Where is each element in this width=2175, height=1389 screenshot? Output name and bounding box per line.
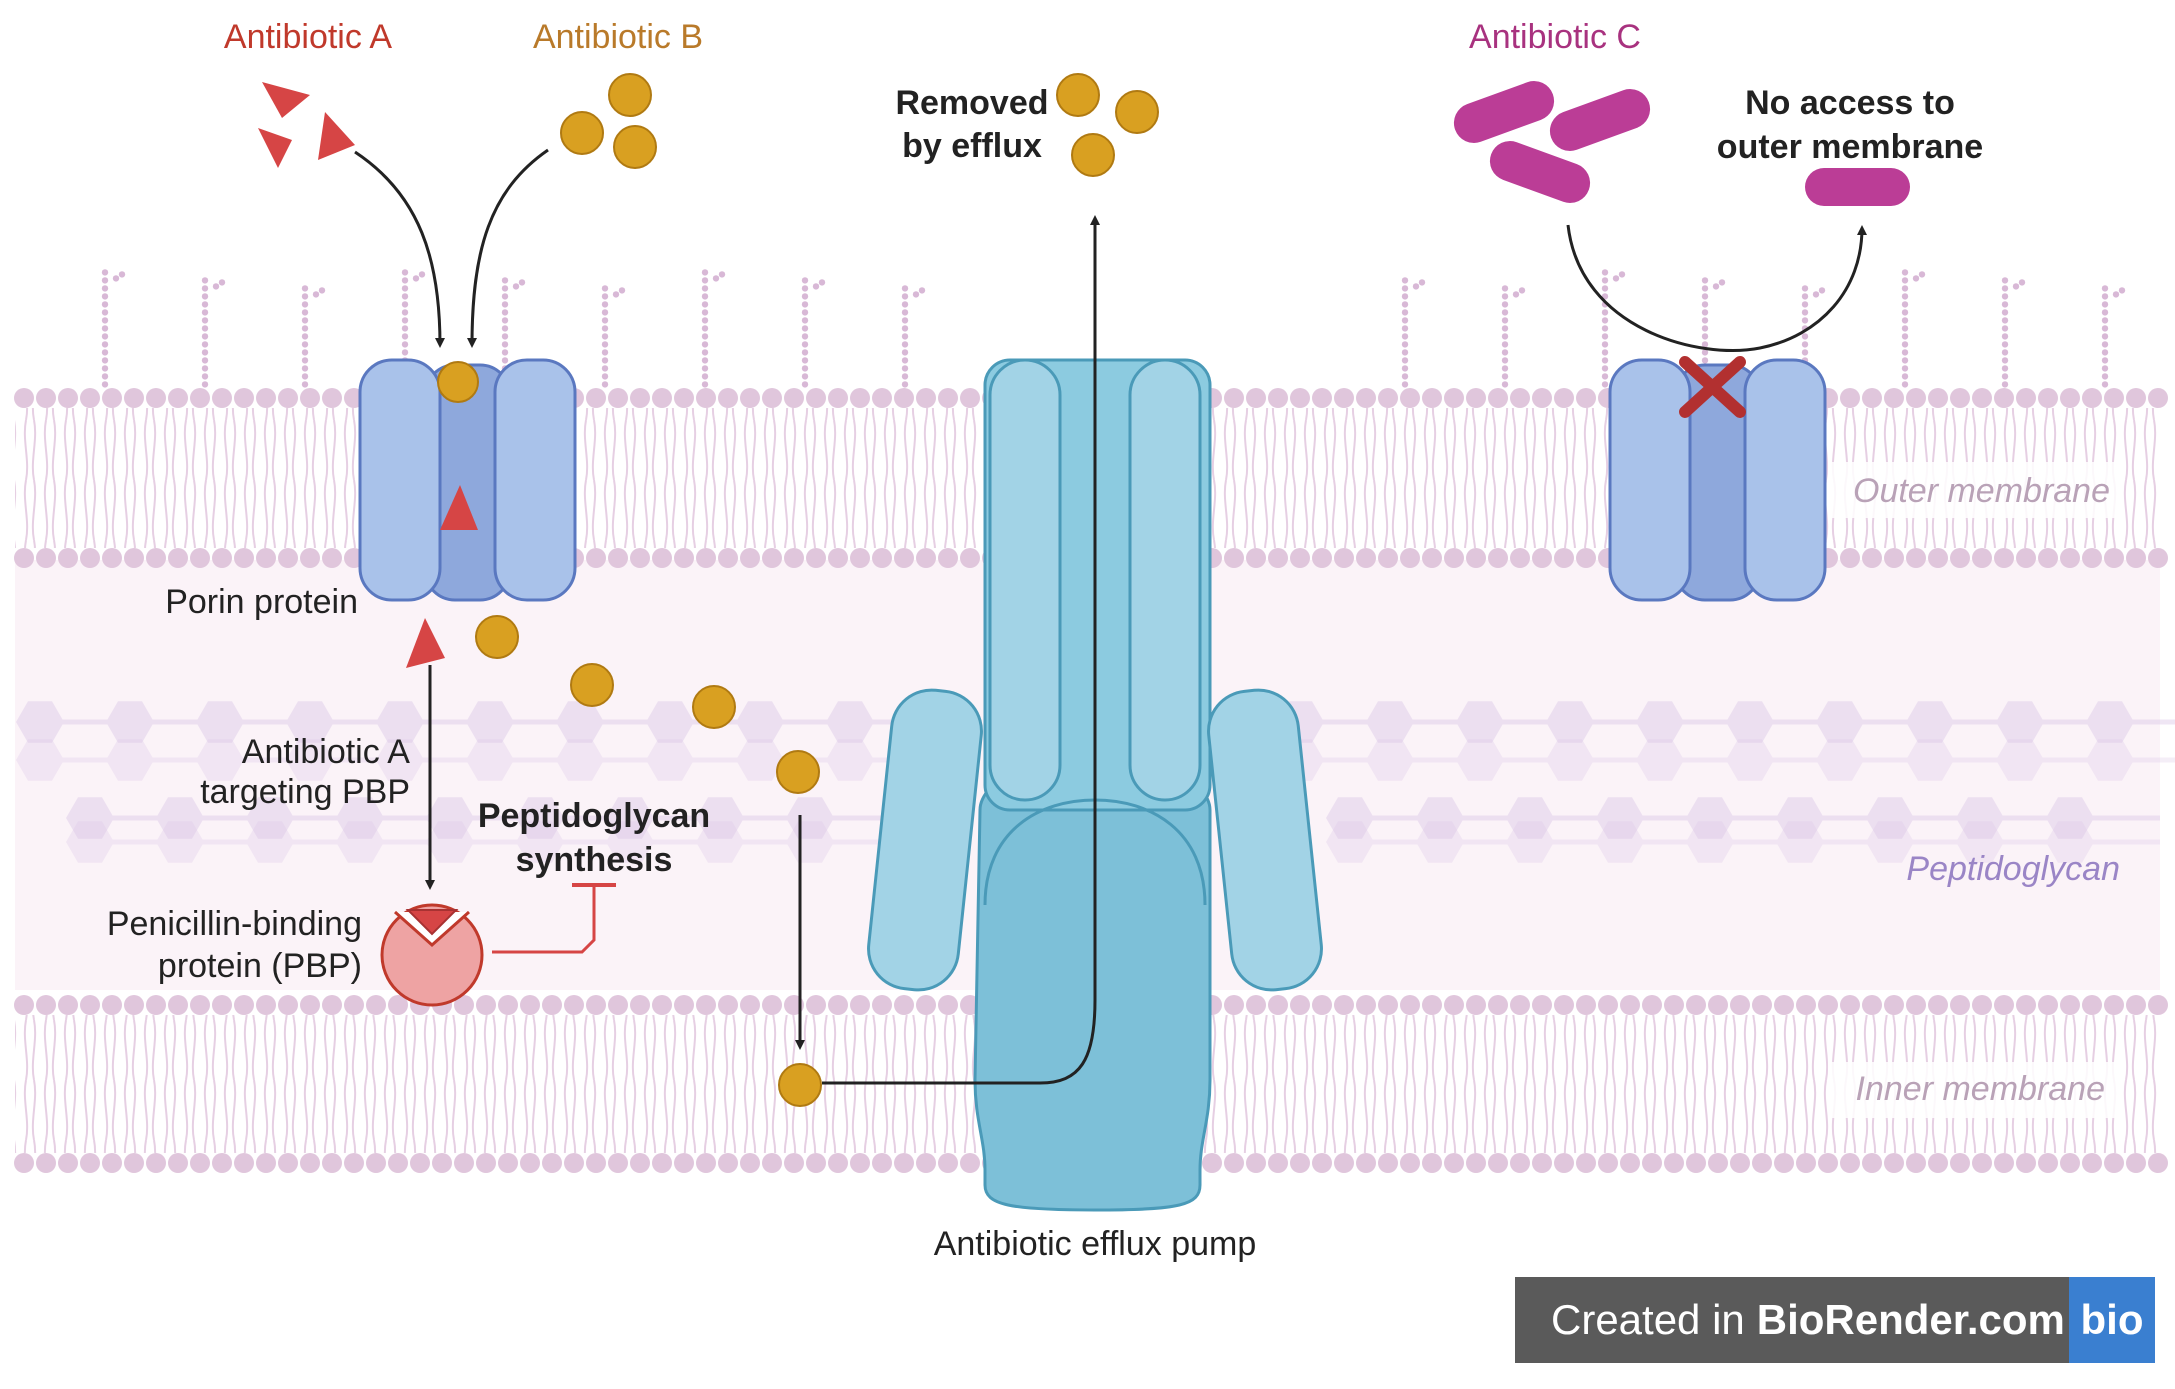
outer-membrane-label-bg bbox=[1828, 462, 2118, 518]
antibiotic-a-molecules bbox=[258, 82, 478, 668]
inner-membrane-label-bg bbox=[1828, 1062, 2118, 1118]
watermark-brand: BioRender.com bbox=[1756, 1296, 2065, 1343]
efflux-pump-label: Antibiotic efflux pump bbox=[934, 1225, 1257, 1263]
lps-chain bbox=[601, 285, 626, 388]
antibiotic-a-label: Antibiotic A bbox=[224, 18, 393, 56]
lps-chain bbox=[1501, 285, 1526, 388]
pbp-label-line1: Penicillin-binding bbox=[107, 905, 362, 943]
no-access-line2: outer membrane bbox=[1717, 128, 1983, 166]
antibiotic-b-label: Antibiotic B bbox=[533, 18, 703, 56]
lps-chain bbox=[201, 277, 226, 388]
inner-membrane-lipid-heads bbox=[14, 995, 2168, 1173]
porin-protein-label: Porin protein bbox=[165, 583, 358, 621]
peptidoglycan-synthesis-line1: Peptidoglycan bbox=[478, 797, 710, 835]
watermark-prefix: Created in bbox=[1551, 1296, 1745, 1343]
antibiotic-b-molecules bbox=[437, 73, 1159, 1107]
peptidoglycan-synthesis-line2: synthesis bbox=[516, 841, 673, 879]
lps-chain bbox=[1901, 269, 1926, 388]
porin-protein-left bbox=[358, 358, 577, 602]
inhibition-line bbox=[492, 883, 616, 954]
lps-chain bbox=[1401, 277, 1426, 388]
biorender-watermark: Created in BioRender.com bio bbox=[1515, 1277, 2155, 1363]
removed-by-efflux-line1: Removed bbox=[895, 84, 1048, 122]
arrows bbox=[354, 148, 1867, 1085]
peptidoglycan-chain bbox=[66, 821, 2160, 863]
biorender-logo-icon: bio bbox=[2069, 1277, 2155, 1363]
lps-chain bbox=[701, 269, 726, 388]
inner-membrane-label: Inner membrane bbox=[1856, 1070, 2105, 1108]
blocked-x-icon bbox=[1679, 356, 1746, 418]
efflux-pump bbox=[867, 358, 1323, 1212]
lps-chain bbox=[2101, 285, 2126, 388]
lps-chain bbox=[101, 269, 126, 388]
removed-by-efflux-line2: by efflux bbox=[902, 127, 1042, 165]
penicillin-binding-protein bbox=[380, 903, 484, 1007]
antibiotic-a-targeting-line1: Antibiotic A bbox=[242, 733, 411, 771]
antibiotic-c-molecules bbox=[1453, 81, 1910, 206]
lps-chain bbox=[901, 285, 926, 388]
pbp-label-line2: protein (PBP) bbox=[158, 947, 362, 985]
antibiotic-c-label: Antibiotic C bbox=[1469, 18, 1641, 56]
no-access-line1: No access to bbox=[1745, 84, 1955, 122]
peptidoglycan-label: Peptidoglycan bbox=[1906, 850, 2120, 888]
antibiotic-a-targeting-line2: targeting PBP bbox=[200, 773, 410, 811]
lps-chain bbox=[2001, 277, 2026, 388]
porin-protein-right bbox=[1608, 358, 1827, 602]
peptidoglycan-chain bbox=[66, 797, 2160, 839]
outer-membrane-label: Outer membrane bbox=[1853, 472, 2110, 510]
lps-chains bbox=[101, 269, 2126, 388]
lps-chain bbox=[301, 285, 326, 388]
lps-chain bbox=[801, 277, 826, 388]
watermark-text: Created in BioRender.com bbox=[1515, 1277, 2069, 1363]
